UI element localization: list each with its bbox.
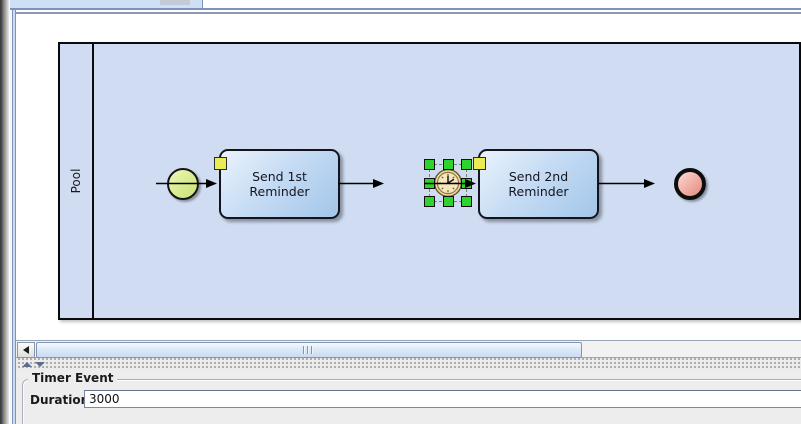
end-event[interactable] xyxy=(674,168,706,200)
selection-handle[interactable] xyxy=(424,159,435,170)
split-pane-divider[interactable] xyxy=(16,358,801,370)
start-event[interactable] xyxy=(167,168,199,200)
collapse-down-icon[interactable] xyxy=(35,362,45,367)
selection-handle[interactable] xyxy=(461,178,472,189)
pool-label-band[interactable]: Pool xyxy=(60,44,94,318)
duration-input[interactable] xyxy=(84,390,801,408)
left-arrow-icon xyxy=(23,346,29,354)
scrollbar-thumb[interactable] xyxy=(36,342,582,358)
task-label: Send 2nd Reminder xyxy=(508,169,569,199)
diagram-canvas[interactable]: Pool Send 1st Reminder xyxy=(16,12,801,342)
duration-label: Duration xyxy=(30,393,90,407)
selection-handle[interactable] xyxy=(443,159,454,170)
task-marker-icon xyxy=(214,157,227,170)
task-send-2nd-reminder[interactable]: Send 2nd Reminder xyxy=(473,149,599,219)
pool-label: Pool xyxy=(69,168,83,194)
panel-left-border xyxy=(12,0,16,424)
tab-strip xyxy=(10,0,801,12)
collapse-up-icon[interactable] xyxy=(22,362,32,367)
timer-clock-icon[interactable] xyxy=(432,167,464,199)
timer-selection-box[interactable] xyxy=(424,159,472,207)
editor-tab[interactable] xyxy=(10,0,203,9)
selection-handle[interactable] xyxy=(424,196,435,207)
selection-handle[interactable] xyxy=(424,178,435,189)
selection-handle[interactable] xyxy=(461,159,472,170)
properties-panel: Timer Event Duration xyxy=(16,370,801,424)
tab-underline xyxy=(10,8,801,10)
tab-grip-icon xyxy=(160,0,190,5)
task-marker-icon xyxy=(473,157,486,170)
window-left-edge xyxy=(0,0,9,424)
group-title: Timer Event xyxy=(28,371,118,386)
thumb-grip-icon xyxy=(303,346,313,354)
selection-handle[interactable] xyxy=(461,196,472,207)
timer-event-group xyxy=(22,379,801,424)
task-send-1st-reminder[interactable]: Send 1st Reminder xyxy=(214,149,340,219)
scroll-left-button[interactable] xyxy=(17,342,35,358)
selection-handle[interactable] xyxy=(443,196,454,207)
window-left-gap xyxy=(9,0,12,424)
pool-shape[interactable]: Pool Send 1st Reminder xyxy=(58,42,801,320)
task-label: Send 1st Reminder xyxy=(249,169,310,199)
horizontal-scrollbar[interactable] xyxy=(16,340,801,358)
